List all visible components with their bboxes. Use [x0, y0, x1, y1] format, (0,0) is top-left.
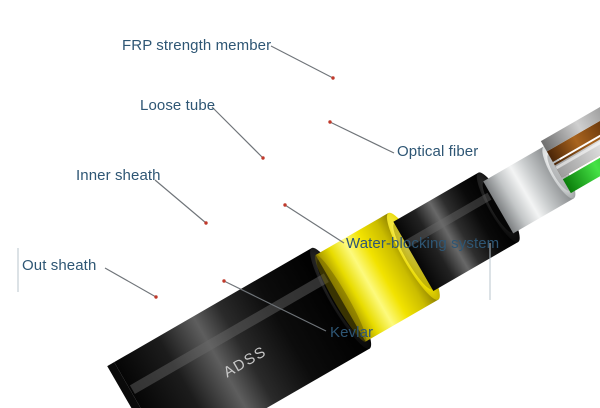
leader-optical-fiber	[329, 121, 395, 154]
marker-frp-strength-member	[331, 76, 335, 80]
marker-out-sheath	[154, 295, 158, 299]
loose-tube-green	[562, 129, 600, 194]
marker-kevlar	[222, 279, 226, 283]
marker-inner-sheath	[204, 221, 208, 225]
marker-loose-tube	[261, 156, 265, 160]
leader-frp-strength-member	[270, 45, 334, 79]
callout-label-kevlar: Kevlar	[330, 324, 374, 341]
callout-label-inner-sheath: Inner sheath	[76, 167, 161, 184]
loose-tube-orange-2	[546, 107, 600, 162]
leader-loose-tube	[211, 106, 264, 159]
callout-label-frp-strength-member: FRP strength member	[122, 37, 272, 54]
leader-kevlar	[223, 280, 327, 332]
marker-water-blocking-system	[283, 203, 287, 207]
callout-label-water-blocking-system: Water-blocking system	[346, 235, 500, 252]
loose-tube-gray	[540, 83, 600, 152]
callout-label-loose-tube: Loose tube	[140, 97, 216, 114]
leader-water-blocking-system	[284, 204, 345, 244]
callout-label-out-sheath: Out sheath	[22, 257, 97, 274]
leader-inner-sheath	[154, 179, 207, 224]
callout-label-optical-fiber: Optical fiber	[397, 143, 479, 160]
leader-out-sheath	[104, 267, 157, 298]
marker-optical-fiber	[328, 120, 332, 124]
